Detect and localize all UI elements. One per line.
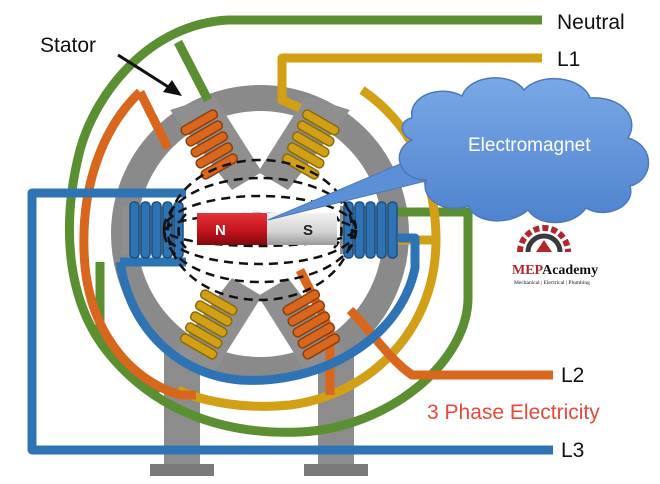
gear-icon	[517, 225, 571, 253]
l3-label: L3	[561, 439, 585, 462]
stator-pointer-arrow	[117, 53, 182, 96]
electromagnet-callout: Electromagnet	[267, 77, 650, 224]
magnetic-field-lines	[162, 158, 358, 302]
north-pole-label: N	[215, 222, 226, 239]
phase-caption: 3 Phase Electricity	[427, 401, 600, 424]
south-pole-label: S	[303, 222, 313, 239]
north-pole	[197, 213, 267, 245]
coil-left	[129, 201, 184, 259]
l2-label: L2	[561, 364, 585, 387]
mep-academy-logo: MEPAcademy Mechanical | Electrical | Plu…	[512, 225, 598, 286]
l1-label: L1	[557, 48, 581, 71]
brand-tagline: Mechanical | Electrical | Plumbing	[514, 280, 590, 286]
bar-magnet: N S	[197, 213, 337, 245]
brand-name: MEPAcademy	[512, 263, 598, 278]
brand-name-part1: MEP	[512, 263, 544, 278]
coil-top-left	[180, 109, 239, 180]
l3-wire	[27, 188, 553, 455]
stator-label: Stator	[40, 34, 97, 57]
neutral-label: Neutral	[557, 11, 625, 34]
south-pole	[267, 213, 337, 245]
coil-bottom-left	[179, 289, 238, 360]
coil-bottom-right	[282, 289, 341, 360]
electromagnet-label: Electromagnet	[468, 135, 591, 156]
brand-name-part2: Academy	[542, 263, 598, 278]
